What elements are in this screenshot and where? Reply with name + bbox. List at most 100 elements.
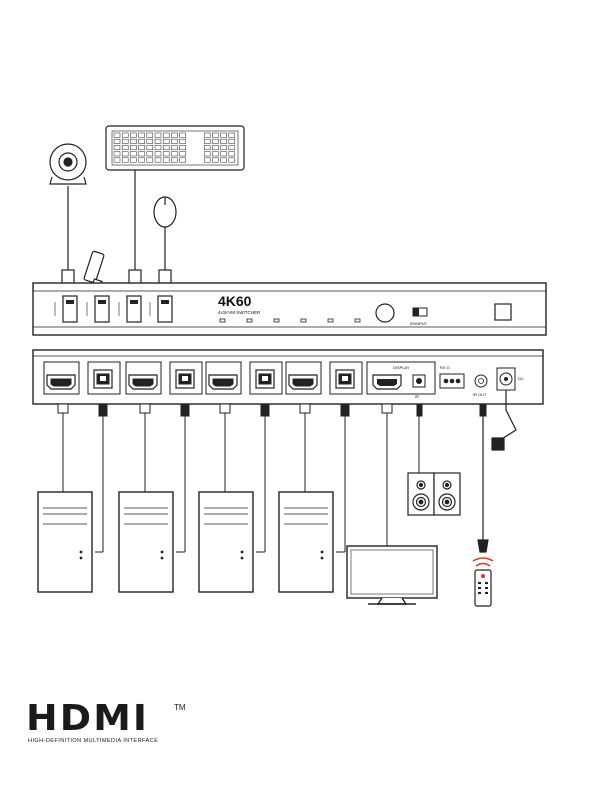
keyboard-key	[204, 152, 210, 156]
ir-out-jack	[475, 375, 487, 387]
keyboard-key	[163, 158, 169, 162]
keyboard-key	[221, 139, 227, 143]
ir-cable-plug	[480, 404, 486, 416]
keyboard-key	[163, 145, 169, 149]
led-indicator	[274, 319, 279, 322]
keyboard-key	[171, 145, 177, 149]
keyboard-key	[229, 139, 235, 143]
remote-control-icon	[473, 558, 493, 606]
keyboard-key	[221, 158, 227, 162]
front-model-label: 4K60	[218, 293, 252, 309]
keyboard-key	[229, 158, 235, 162]
keyboard-key	[171, 133, 177, 137]
keyboard-key	[122, 158, 128, 162]
speakers-icon	[408, 473, 460, 515]
keyboard-key	[221, 152, 227, 156]
keyboard-key	[155, 158, 161, 162]
hdmi-logo-tagline: HIGH-DEFINITION MULTIMEDIA INTERFACE	[28, 738, 158, 744]
keyboard-key	[212, 152, 218, 156]
keyboard-key	[147, 158, 153, 162]
keyboard-key	[163, 139, 169, 143]
power-label: DC	[518, 376, 524, 381]
keyboard-key	[221, 145, 227, 149]
keyboard-key	[114, 158, 120, 162]
keyboard-key	[122, 152, 128, 156]
power-button[interactable]	[495, 304, 511, 320]
front-usb-port-3	[127, 296, 141, 322]
keyboard-icon	[106, 126, 244, 170]
front-usb-port-1	[63, 296, 77, 322]
led-indicator	[247, 319, 252, 322]
keyboard-key	[155, 145, 161, 149]
keyboard-key	[180, 133, 186, 137]
keyboard-key	[122, 145, 128, 149]
front-usb-port-2	[95, 296, 109, 322]
computer-tower-3	[199, 492, 253, 592]
keyboard-key	[229, 152, 235, 156]
keyboard-key	[204, 158, 210, 162]
ir-out-label: IR OUT	[473, 392, 487, 397]
led-indicator	[355, 319, 360, 322]
keyboard-key	[139, 158, 145, 162]
keyboard-key	[130, 133, 136, 137]
switcher-rear-panel: DISPLAY IR RX G IR OUT DC	[33, 350, 543, 404]
computer-tower-2	[119, 492, 173, 592]
hdmi-cable-plug	[58, 404, 68, 413]
keyboard-key	[147, 145, 153, 149]
keyboard-key	[147, 152, 153, 156]
led-indicator	[301, 319, 306, 322]
keyboard-key	[139, 145, 145, 149]
led-indicator	[220, 319, 225, 322]
keyboard-key	[204, 145, 210, 149]
keyboard-key	[139, 133, 145, 137]
keyboard-key	[130, 139, 136, 143]
keyboard-key	[171, 158, 177, 162]
keyboard-key	[147, 139, 153, 143]
audio-cable	[417, 404, 422, 473]
display-label: DISPLAY	[393, 365, 410, 370]
front-subtitle-label: 4x1KVM SWITCHER	[218, 310, 261, 315]
keyboard-key	[163, 133, 169, 137]
rs232-label: RX G	[440, 365, 450, 370]
keyboard-key	[139, 139, 145, 143]
hdmi-cable-plug	[300, 404, 310, 413]
webcam-icon	[50, 144, 86, 184]
keyboard-key	[163, 152, 169, 156]
hdmi-logo-text: HDMI	[26, 700, 149, 739]
hdmi-cable-plug	[220, 404, 230, 413]
keyboard-key	[122, 133, 128, 137]
front-usb-port-4	[158, 296, 172, 322]
keyboard-key	[122, 139, 128, 143]
keyboard-key	[130, 158, 136, 162]
keyboard-key	[212, 133, 218, 137]
usb-cable-plug	[99, 404, 107, 416]
keyboard-key	[114, 152, 120, 156]
keyboard-key	[147, 133, 153, 137]
keyboard-key	[171, 152, 177, 156]
display-cable	[382, 404, 392, 546]
usb-cable-plug	[181, 404, 189, 416]
mouse-icon	[154, 197, 176, 227]
monitor-icon	[347, 546, 437, 604]
keyboard-key	[204, 139, 210, 143]
switcher-front-panel: 4K60 4x1KVM SWITCHER IR/INPUT	[33, 283, 546, 335]
keyboard-key	[114, 133, 120, 137]
keyboard-key	[155, 139, 161, 143]
keyboard-key	[229, 145, 235, 149]
keyboard-key	[212, 158, 218, 162]
keyboard-key	[221, 133, 227, 137]
keyboard-key	[180, 158, 186, 162]
keyboard-key	[155, 152, 161, 156]
keyboard-key	[171, 139, 177, 143]
keyboard-key	[130, 152, 136, 156]
keyboard-key	[180, 145, 186, 149]
audio-label: IR	[415, 394, 419, 399]
keyboard-key	[212, 145, 218, 149]
keyboard-key	[139, 152, 145, 156]
usb-cable-plug	[261, 404, 269, 416]
keyboard-key	[114, 145, 120, 149]
ir-input-label: IR/INPUT	[410, 321, 428, 326]
select-button[interactable]	[376, 304, 394, 322]
keyboard-key	[130, 145, 136, 149]
